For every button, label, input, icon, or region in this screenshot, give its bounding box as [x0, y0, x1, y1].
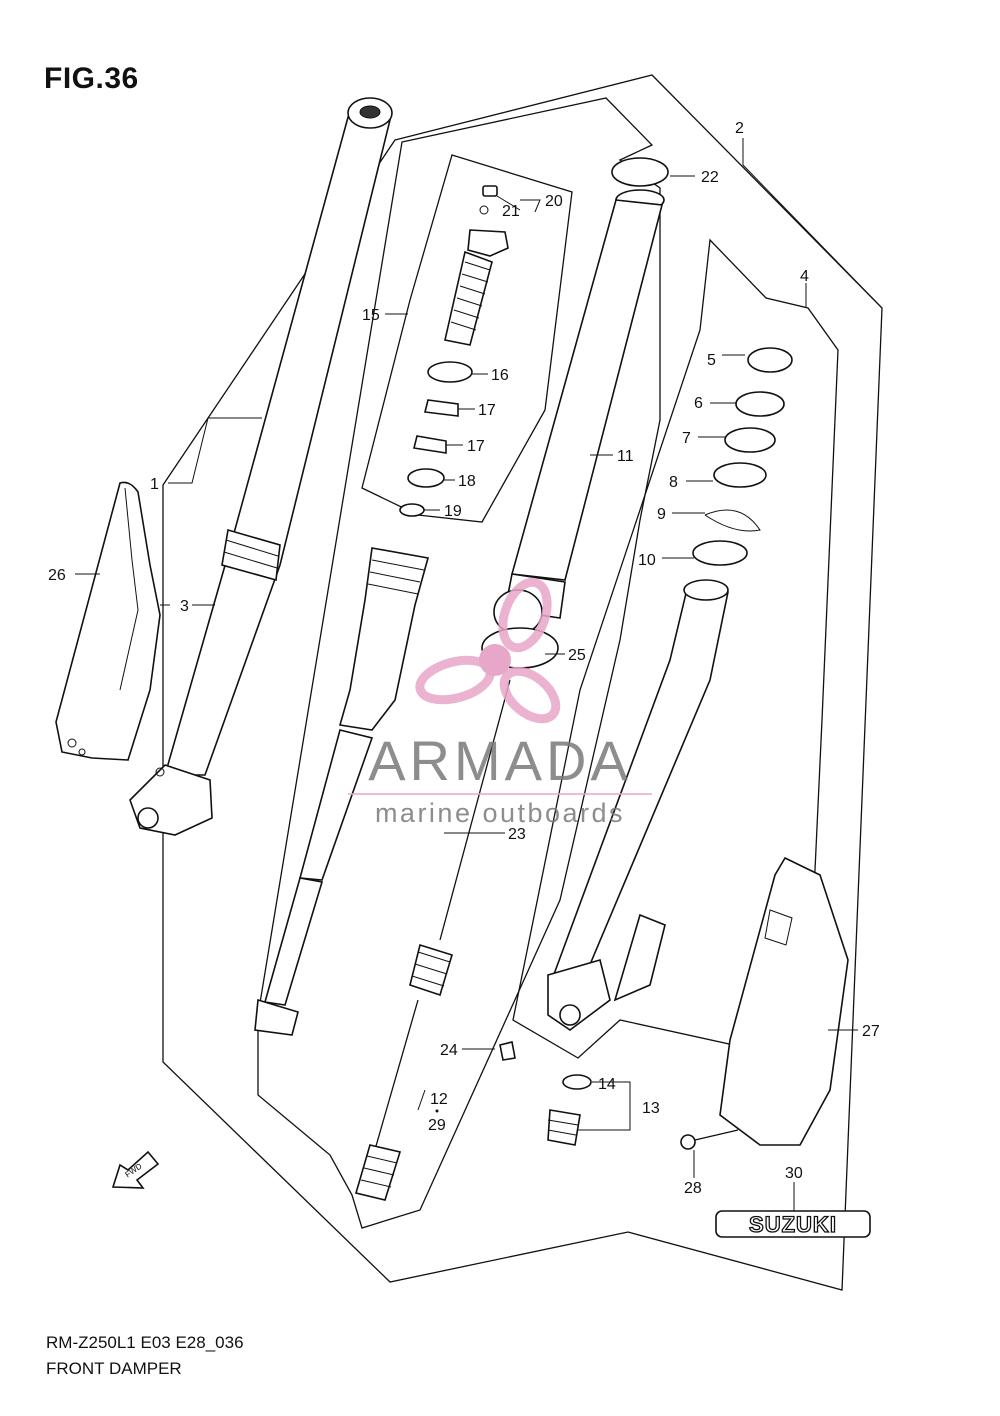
callout-23: 23	[508, 826, 526, 843]
callout-17b: 17	[467, 438, 485, 455]
callout-18: 18	[458, 473, 476, 490]
callout-17a: 17	[478, 402, 496, 419]
leader-lines	[75, 138, 883, 1211]
outer-tube-kit	[547, 347, 793, 1031]
callout-6: 6	[694, 395, 703, 412]
callout-2: 2	[735, 120, 744, 137]
callout-15: 15	[362, 307, 380, 324]
fork-guard-right	[719, 856, 849, 1146]
damper-rod-assembly	[254, 547, 430, 1036]
suzuki-emblem-text: SUZUKI	[749, 1212, 837, 1237]
armada-logo-hub	[479, 644, 511, 676]
assembly-outline-outer	[162, 74, 883, 1291]
fork-guard-left	[55, 481, 161, 761]
suzuki-emblem: SUZUKI	[715, 1210, 871, 1238]
callout-28: 28	[684, 1180, 702, 1197]
armada-tagline-text: marine outboards	[375, 798, 625, 828]
callout-24: 24	[440, 1042, 458, 1059]
callout-14: 14	[598, 1076, 616, 1093]
fwd-arrow-icon: FWD	[111, 1150, 160, 1189]
callout-10: 10	[638, 552, 656, 569]
callout-12: 12	[430, 1091, 448, 1108]
callout-16: 16	[491, 367, 509, 384]
figure-title: FIG.36	[44, 62, 139, 95]
outer-tube	[481, 157, 669, 669]
callout-20: 20	[545, 193, 563, 210]
callout-1: 1	[150, 476, 159, 493]
callout-30: 30	[785, 1165, 803, 1182]
spring-rod-assembly	[354, 679, 516, 1201]
cartridge-kit-outline	[361, 154, 573, 523]
model-code: RM-Z250L1 E03 E28_036	[46, 1333, 244, 1352]
callout-labels: 1 2 3 4 5 6 7 8 9 10 11 12 13 14 15 16 1…	[48, 120, 880, 1197]
callout-27: 27	[862, 1023, 880, 1040]
cartridge-valve	[399, 185, 509, 517]
inner-tube-left	[129, 97, 393, 836]
callout-3: 3	[180, 598, 189, 615]
callout-11: 11	[617, 448, 634, 465]
assembly-outline-inner	[257, 97, 661, 1229]
callout-7: 7	[682, 430, 691, 447]
callout-4: 4	[800, 268, 809, 285]
armada-watermark: ARMADA marine outboards	[348, 577, 652, 828]
callout-8: 8	[669, 474, 678, 491]
callout-5: 5	[707, 352, 716, 369]
callout-21: 21	[502, 203, 520, 220]
assembly-name: FRONT DAMPER	[46, 1359, 182, 1378]
callout-25: 25	[568, 647, 586, 664]
callout-22: 22	[701, 169, 719, 186]
callout-13: 13	[642, 1100, 660, 1117]
callout-separator-dot	[435, 1109, 439, 1113]
callout-29: 29	[428, 1117, 446, 1134]
callout-19: 19	[444, 503, 462, 520]
armada-brand-text: ARMADA	[368, 729, 632, 792]
callout-9: 9	[657, 506, 666, 523]
drain-bolt	[547, 1074, 739, 1150]
callout-26: 26	[48, 567, 66, 584]
